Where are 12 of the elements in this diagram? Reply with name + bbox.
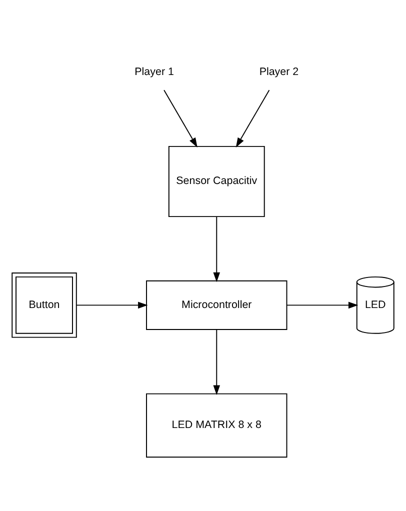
arrow: [213, 216, 220, 282]
arrow: [213, 328, 220, 394]
arrow: [286, 301, 358, 308]
arrow: [164, 89, 198, 147]
node-box: LED MATRIX 8 x 8: [146, 392, 288, 458]
arrow: [236, 89, 270, 147]
node-box: Button: [12, 272, 77, 338]
node-box: Microcontroller: [146, 280, 288, 330]
arrow: [76, 301, 148, 308]
node-box: Sensor Capacitiv: [168, 145, 265, 217]
node-text: Player 1: [134, 66, 174, 78]
node-text: Player 2: [259, 66, 299, 78]
